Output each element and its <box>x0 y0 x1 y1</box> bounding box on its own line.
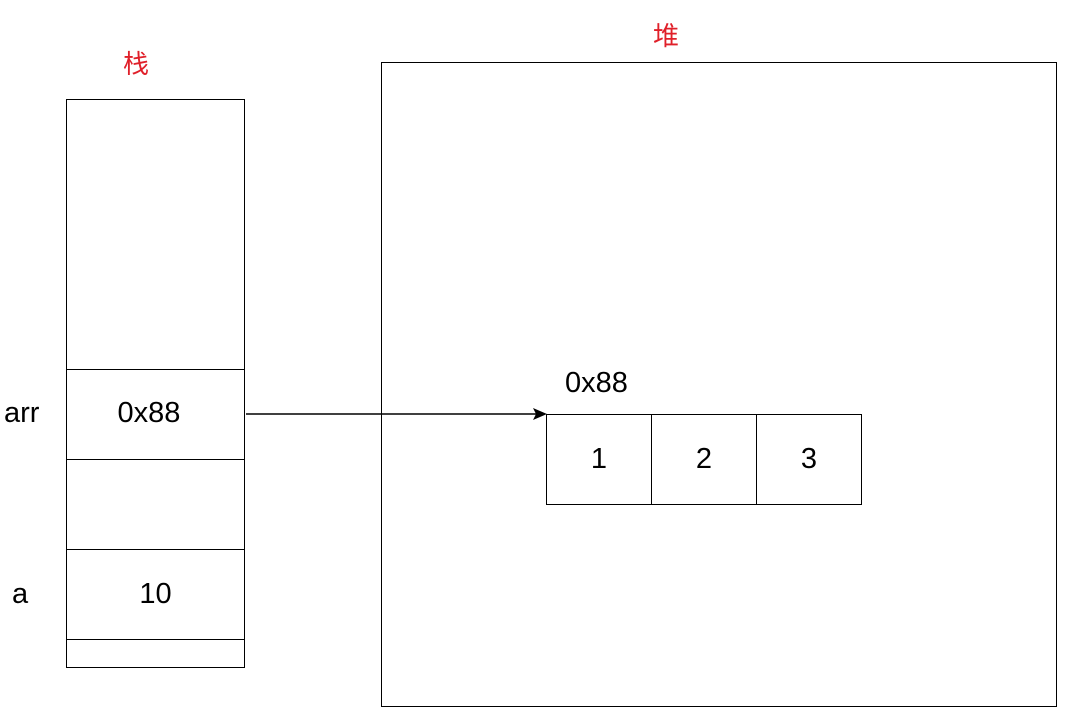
stack-title: 栈 <box>122 50 149 80</box>
heap-title: 堆 <box>652 22 679 52</box>
stack-divider <box>66 459 245 460</box>
stack-var-value: 0x88 <box>117 397 181 429</box>
stack-divider <box>66 369 245 370</box>
stack-var-value: 10 <box>139 578 172 610</box>
stack-var-name: arr <box>4 397 40 429</box>
heap-array-cell: 2 <box>651 414 757 505</box>
stack-divider <box>66 639 245 640</box>
heap-frame <box>381 62 1057 707</box>
stack-var-name: a <box>12 578 29 610</box>
stack-frame <box>66 99 245 668</box>
heap-array-cell: 3 <box>756 414 862 505</box>
heap-array-cell: 1 <box>546 414 652 505</box>
stack-divider <box>66 549 245 550</box>
heap-array-address: 0x88 <box>565 367 628 399</box>
